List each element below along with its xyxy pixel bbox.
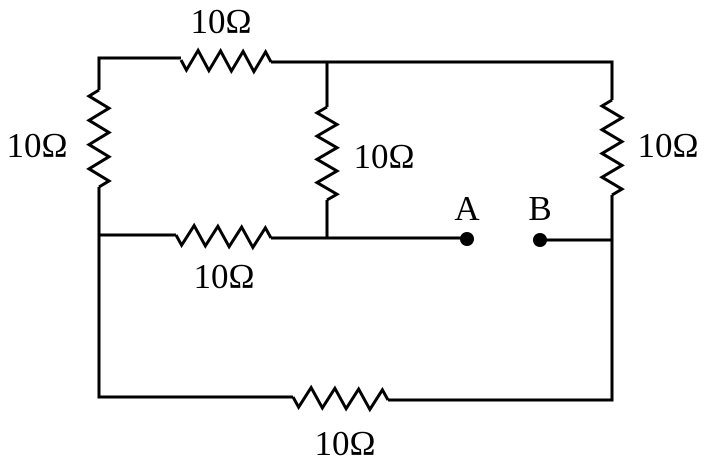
wire-top-left <box>97 56 181 90</box>
resistor-middle-horizontal <box>174 222 273 251</box>
terminal-b-dot[interactable] <box>533 233 547 247</box>
wire-left-lower <box>97 187 293 399</box>
resistor-label-right: 10Ω <box>637 126 698 165</box>
resistor-label-left: 10Ω <box>6 126 67 165</box>
wires <box>97 56 614 402</box>
resistors <box>86 47 625 413</box>
terminal-a-dot[interactable] <box>460 232 474 246</box>
terminal-b-label: B <box>528 189 551 228</box>
terminal-a-label: A <box>454 189 480 228</box>
resistor-middle-vertical <box>314 105 340 202</box>
resistor-label-middle-horizontal: 10Ω <box>193 257 254 296</box>
wire-right-lower <box>388 195 614 402</box>
resistor-label-bottom: 10Ω <box>314 424 375 457</box>
resistor-label-top: 10Ω <box>190 2 251 41</box>
resistor-right <box>599 98 625 197</box>
wire-top-right <box>271 60 614 100</box>
resistor-bottom <box>291 384 390 413</box>
resistor-top <box>179 47 273 75</box>
resistor-label-middle-vertical: 10Ω <box>353 137 414 176</box>
resistor-left <box>86 88 112 189</box>
